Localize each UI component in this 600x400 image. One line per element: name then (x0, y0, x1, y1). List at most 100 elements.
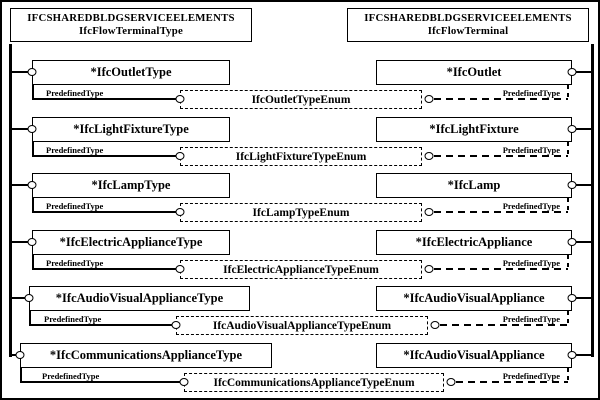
entity-box: *IfcAudioVisualAppliance (376, 286, 572, 311)
instantiable-circle-icon (24, 294, 34, 302)
entity-type-box: *IfcCommunicationsApplianceType (20, 343, 272, 368)
relation-circle-icon (424, 152, 434, 160)
enum-box: IfcElectricApplianceTypeEnum (180, 260, 422, 279)
entity-box: *IfcElectricAppliance (376, 230, 572, 255)
enum-box: IfcLampTypeEnum (180, 203, 422, 222)
enum-label: IfcOutletTypeEnum (251, 93, 351, 106)
attribute-edge-line (32, 142, 34, 156)
attribute-line (32, 155, 180, 157)
row-communications-appliance: *IfcCommunicationsApplianceType *IfcAudi… (2, 343, 598, 395)
instantiable-circle-icon (27, 181, 37, 189)
attribute-label: PredefinedType (502, 144, 560, 155)
left-connector-line (9, 183, 32, 187)
right-connector-line (572, 296, 593, 300)
row-outlet: *IfcOutletType *IfcOutlet PredefinedType… (2, 60, 598, 112)
enum-label: IfcAudioVisualApplianceTypeEnum (212, 319, 392, 332)
attribute-label: PredefinedType (42, 370, 100, 381)
attribute-edge-line (32, 198, 34, 212)
left-connector-line (9, 353, 20, 357)
entity-box: *IfcLamp (376, 173, 572, 198)
row-audio-visual-appliance: *IfcAudioVisualApplianceType *IfcAudioVi… (2, 286, 598, 338)
attribute-line (29, 324, 176, 326)
enum-box: IfcLightFixtureTypeEnum (180, 147, 422, 166)
attribute-dashed-line (434, 268, 568, 270)
entity-label: *IfcLightFixture (429, 122, 519, 136)
attribute-line (32, 211, 180, 213)
left-connector-line (9, 70, 32, 74)
entity-box: *IfcLightFixture (376, 117, 572, 142)
entity-box: *IfcAudioVisualAppliance (376, 343, 572, 368)
row-lamp: *IfcLampType *IfcLamp PredefinedType Ifc… (2, 173, 598, 225)
attribute-edge-line (20, 368, 22, 382)
row-electric-appliance: *IfcElectricApplianceType *IfcElectricAp… (2, 230, 598, 282)
right-connector-line (572, 240, 593, 244)
attribute-line (32, 98, 180, 100)
attribute-label: PredefinedType (46, 257, 104, 268)
instantiable-circle-icon (15, 351, 25, 359)
relation-circle-icon (175, 95, 185, 103)
left-bus-line (9, 44, 12, 357)
instantiable-circle-icon (567, 351, 577, 359)
entity-type-box: *IfcOutletType (32, 60, 230, 85)
instantiable-circle-icon (567, 294, 577, 302)
right-connector-line (572, 353, 593, 357)
attribute-label: PredefinedType (46, 200, 104, 211)
right-connector-line (572, 127, 593, 131)
relation-circle-icon (175, 152, 185, 160)
attribute-line (20, 381, 184, 383)
entity-label: *IfcElectricAppliance (415, 235, 533, 249)
entity-type-box: *IfcLampType (32, 173, 230, 198)
attribute-dashed-edge (567, 255, 569, 269)
schema-header-right: IFCSHAREDBLDGSERVICEELEMENTS IfcFlowTerm… (347, 8, 589, 42)
attribute-label: PredefinedType (46, 87, 104, 98)
enum-label: IfcElectricApplianceTypeEnum (223, 263, 379, 276)
relation-circle-icon (424, 265, 434, 273)
attribute-dashed-line (434, 155, 568, 157)
attribute-label: PredefinedType (44, 313, 102, 324)
attribute-line (32, 268, 180, 270)
schema-name: IFCSHAREDBLDGSERVICEELEMENTS (364, 12, 572, 24)
entity-type-box: *IfcLightFixtureType (32, 117, 230, 142)
attribute-dashed-edge (567, 142, 569, 156)
row-light-fixture: *IfcLightFixtureType *IfcLightFixture Pr… (2, 117, 598, 169)
attribute-dashed-line (456, 381, 568, 383)
entity-label: *IfcLamp (447, 178, 501, 192)
relation-circle-icon (424, 95, 434, 103)
instantiable-circle-icon (567, 68, 577, 76)
attribute-edge-line (32, 255, 34, 269)
entity-type-box: *IfcElectricApplianceType (32, 230, 230, 255)
attribute-label: PredefinedType (502, 257, 560, 268)
entity-type-box: *IfcAudioVisualApplianceType (29, 286, 250, 311)
enum-box: IfcAudioVisualApplianceTypeEnum (176, 316, 428, 335)
relation-circle-icon (424, 208, 434, 216)
right-connector-line (572, 183, 593, 187)
attribute-label: PredefinedType (502, 87, 560, 98)
instantiable-circle-icon (567, 238, 577, 246)
relation-circle-icon (446, 378, 456, 386)
entity-type-label: *IfcOutletType (90, 65, 172, 79)
enum-label: IfcLampTypeEnum (252, 206, 350, 219)
entity-type-label: *IfcLampType (91, 178, 171, 192)
instantiable-circle-icon (27, 125, 37, 133)
relation-circle-icon (175, 208, 185, 216)
enum-label: IfcCommunicationsApplianceTypeEnum (213, 376, 415, 389)
attribute-edge-line (29, 311, 31, 325)
relation-circle-icon (430, 321, 440, 329)
instantiable-circle-icon (567, 181, 577, 189)
attribute-dashed-edge (567, 198, 569, 212)
attribute-dashed-line (434, 211, 568, 213)
enum-label: IfcLightFixtureTypeEnum (235, 150, 367, 163)
left-connector-line (9, 240, 32, 244)
relation-circle-icon (175, 265, 185, 273)
instantiable-circle-icon (567, 125, 577, 133)
left-connector-line (9, 296, 29, 300)
entity-box: *IfcOutlet (376, 60, 572, 85)
entity-group-name: IfcFlowTerminalType (79, 25, 183, 37)
schema-name: IFCSHAREDBLDGSERVICEELEMENTS (27, 12, 235, 24)
instantiable-circle-icon (27, 238, 37, 246)
attribute-dashed-line (434, 98, 568, 100)
attribute-edge-line (32, 85, 34, 99)
relation-circle-icon (171, 321, 181, 329)
relation-circle-icon (179, 378, 189, 386)
right-bus-line (591, 44, 594, 357)
